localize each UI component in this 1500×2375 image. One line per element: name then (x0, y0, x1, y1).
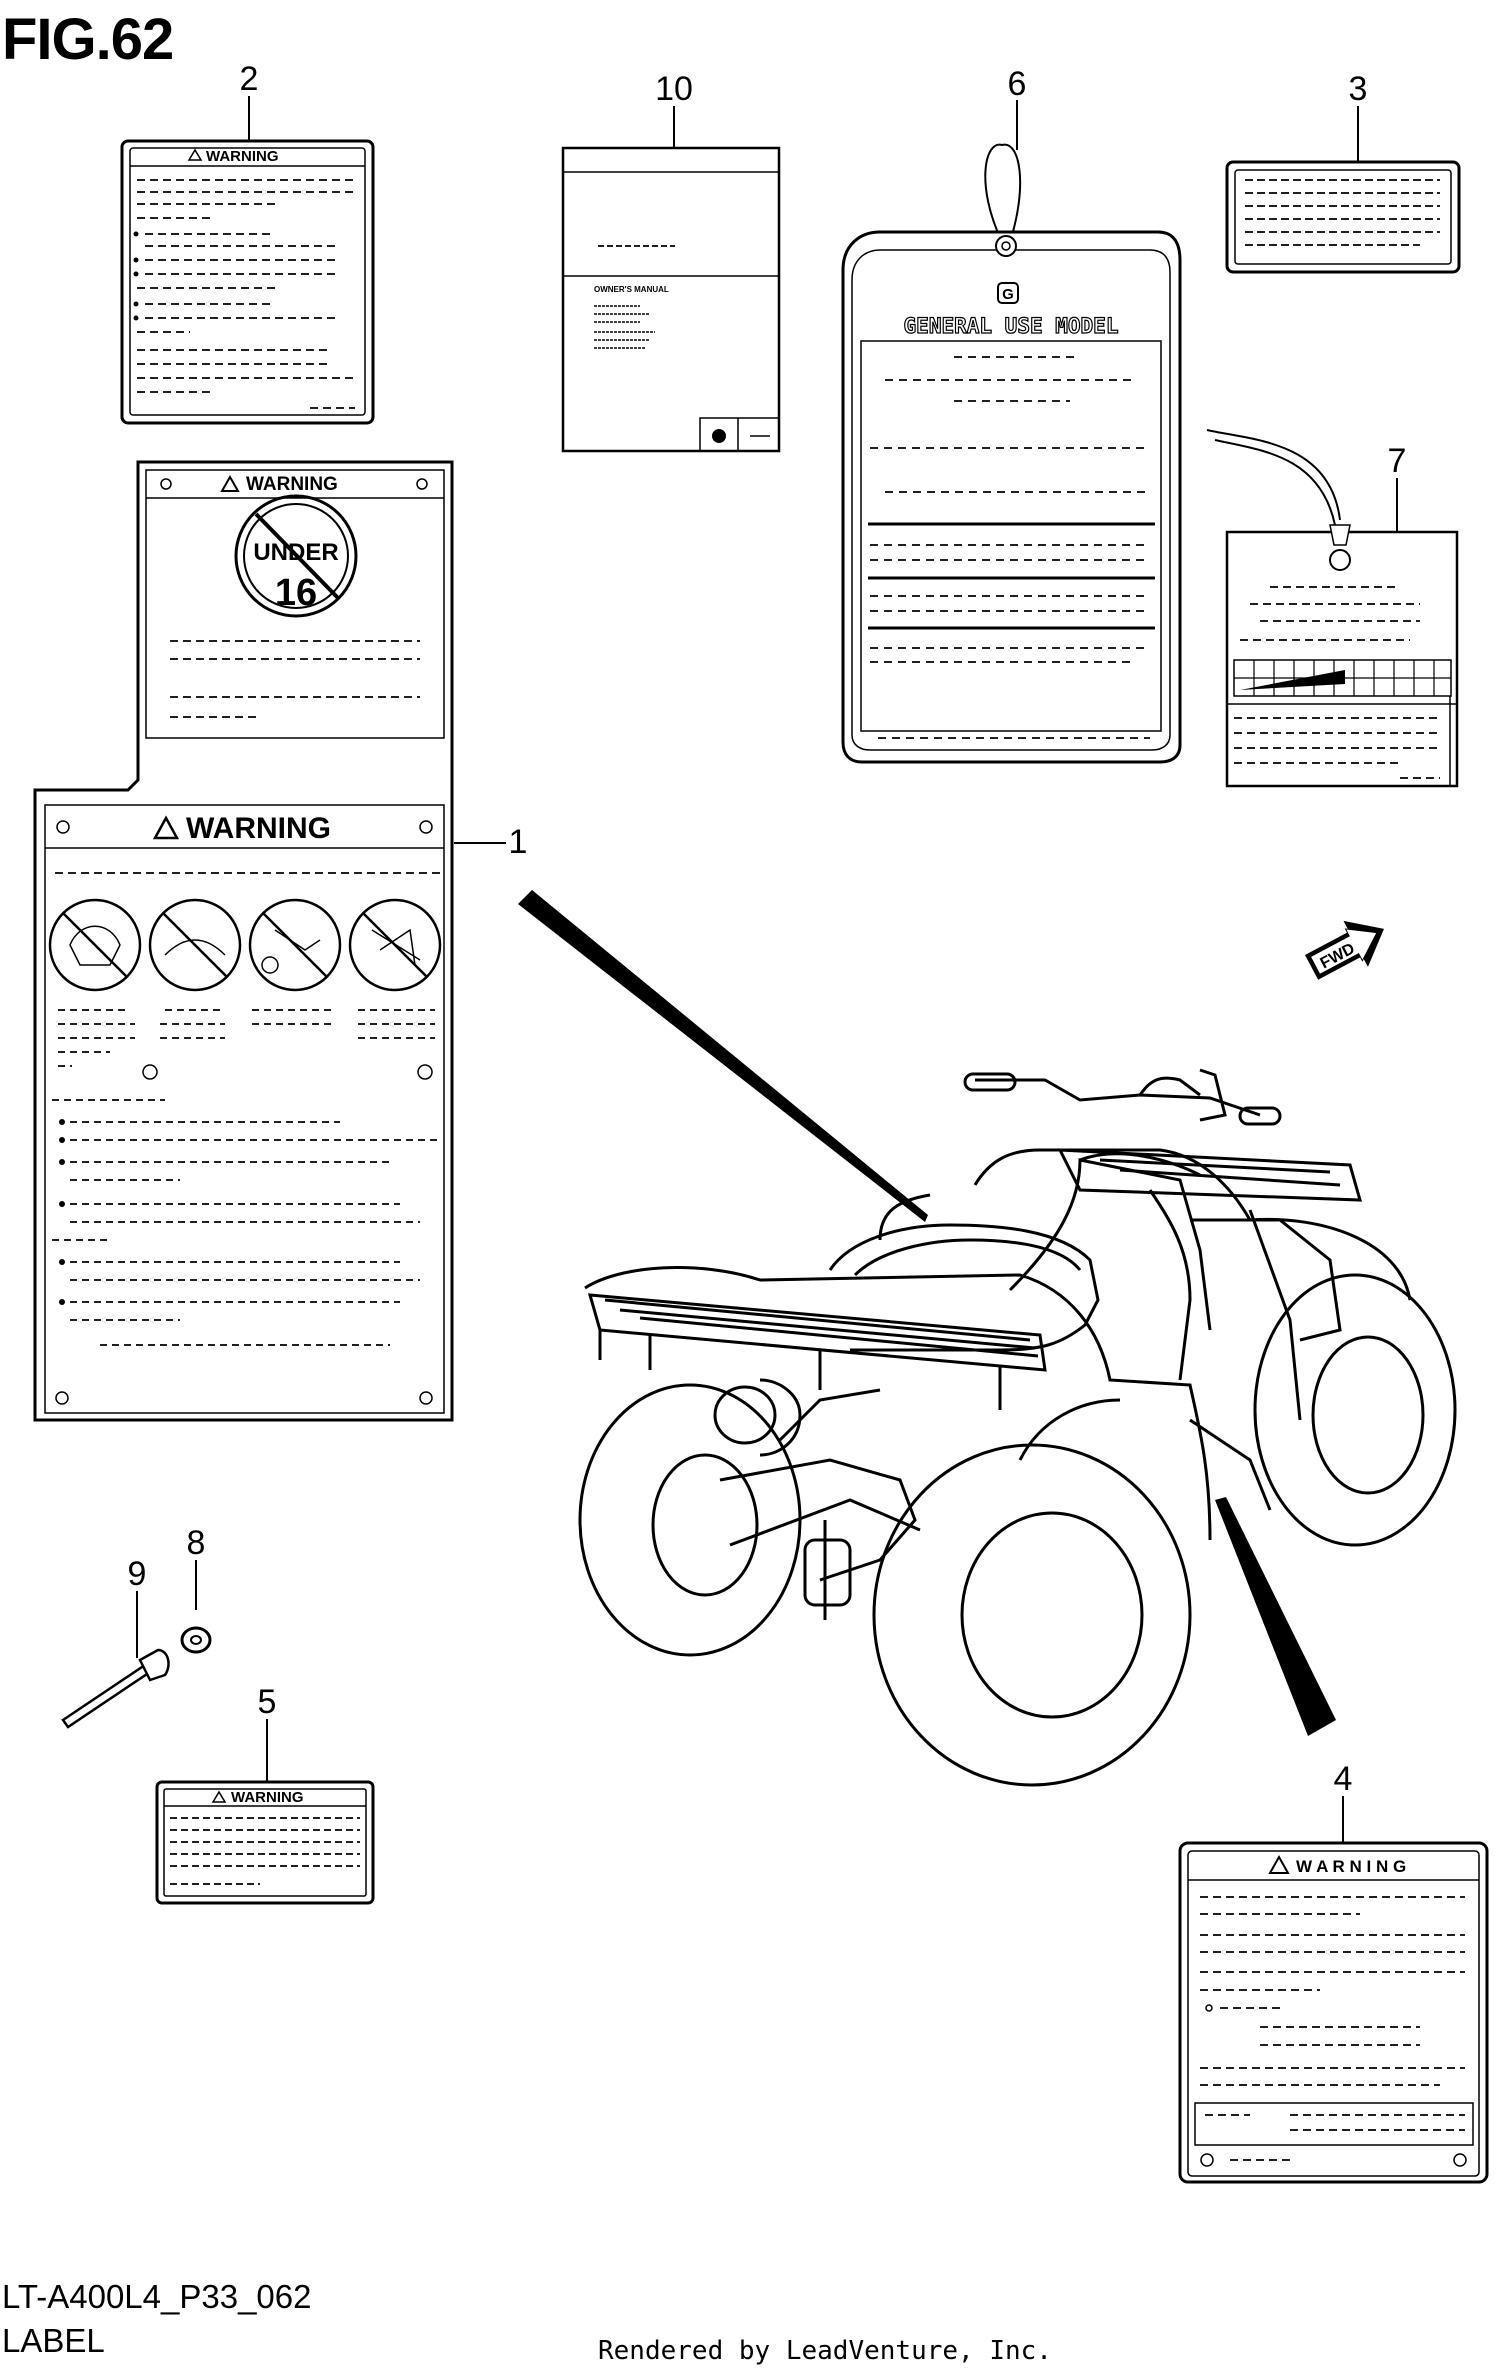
label-5-warning: WARNING (155, 1780, 375, 1905)
label-7-string-tag (1206, 429, 1459, 788)
callout-3: 3 (1349, 70, 1368, 108)
callout-2: 2 (240, 60, 259, 98)
pointer-wedge-1 (518, 890, 928, 1222)
label-1-main-warning-text: WARNING (186, 812, 331, 845)
callout-labels: 2 10 6 3 7 1 8 9 5 4 (128, 60, 1407, 1798)
label-6-hang-tag: G GENERAL USE MODEL (841, 143, 1182, 764)
label-1-main-warning: WARNING UNDER 16 WARNING (33, 460, 454, 1422)
g-mark-text: G (1002, 286, 1014, 303)
label-4-warning: W A R N I N G (1178, 1841, 1489, 2184)
atv-drawing (578, 1068, 1457, 1787)
label-3 (1225, 160, 1461, 274)
callout-4: 4 (1334, 1760, 1353, 1798)
callout-8: 8 (187, 1524, 206, 1562)
pointer-wedge-4 (1215, 1497, 1336, 1736)
figure-title: FIG.62 (2, 7, 174, 72)
part-8-washer (180, 1626, 212, 1654)
label-10-owners-manual: OWNER'S MANUAL (561, 146, 781, 453)
general-use-model-text: GENERAL USE MODEL (904, 314, 1119, 338)
label-2-warning-text: WARNING (206, 148, 279, 165)
callout-1: 1 (509, 823, 528, 861)
under-text: UNDER (253, 539, 338, 566)
callout-10: 10 (655, 70, 693, 108)
label-2-warning: WARNING (120, 139, 375, 425)
label-5-warning-text: WARNING (231, 1789, 304, 1806)
diagram-code: LT-A400L4_P33_062 (2, 2278, 312, 2315)
fwd-arrow: FWD (1305, 920, 1384, 980)
callout-6: 6 (1008, 65, 1027, 103)
label-1-top-warning-text: WARNING (246, 474, 338, 495)
leader-lines (136, 96, 1398, 1845)
owners-manual-text: OWNER'S MANUAL (594, 285, 669, 294)
callout-9: 9 (128, 1555, 147, 1593)
callout-7: 7 (1388, 442, 1407, 480)
callout-5: 5 (258, 1683, 277, 1721)
age-16-text: 16 (275, 572, 317, 614)
part-9-rivet (61, 1648, 170, 1729)
label-4-warning-text: W A R N I N G (1296, 1857, 1406, 1876)
diagram-caption: LABEL (2, 2322, 105, 2359)
rendered-by-credit: Rendered by LeadVenture, Inc. (598, 2336, 1052, 2366)
